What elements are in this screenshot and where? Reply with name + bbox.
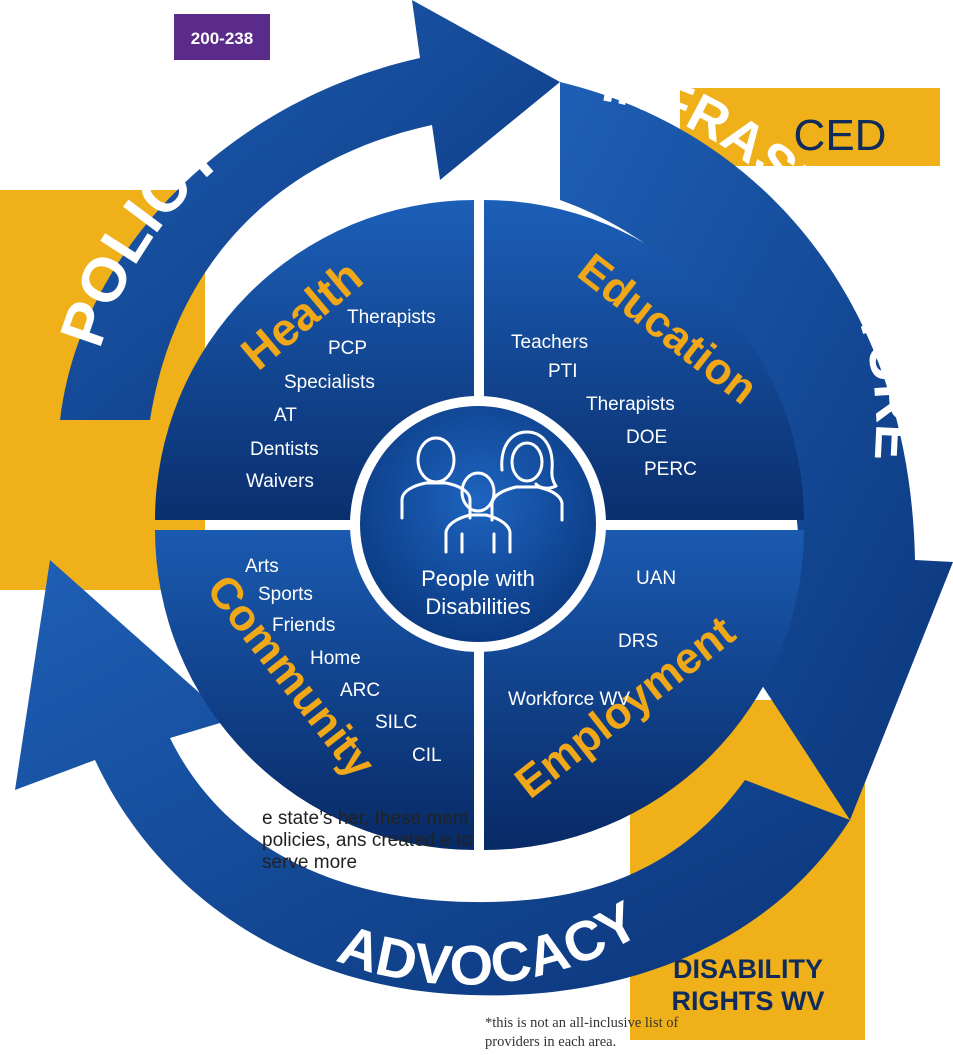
list-item: Workforce WV [508,689,630,710]
disability-rights-line1: DISABILITY [673,954,823,984]
ced-label: CED [794,111,887,160]
arrow-right [560,82,953,820]
tag-label: 200-238 [191,29,253,48]
ced-box [680,88,940,166]
list-item: Therapists [586,394,675,415]
partial-body-text: e state’s her, these ment policies, ans … [262,808,473,873]
arrow-top [60,0,560,420]
list-item: Home [310,648,361,669]
disability-rights-line2: RIGHTS WV [672,986,825,1016]
center-line1: People with [421,566,535,591]
list-item: PTI [548,361,578,382]
list-item: Dentists [250,439,319,460]
footnote: *this is not an all-inclusive list of pr… [485,1015,679,1050]
education-items: Teachers PTI Therapists DOE PERC [511,332,697,480]
list-item: CIL [412,745,442,766]
list-item: DRS [618,631,658,652]
center-line2: Disabilities [425,594,530,619]
list-item: Specialists [284,372,375,393]
list-item: Arts [245,556,279,577]
arrow-bottom [15,560,850,996]
employment-items: UAN DRS Workforce WV [508,568,676,710]
list-item: UAN [636,568,676,589]
list-item: PCP [328,338,367,359]
tag-badge [174,14,270,60]
list-item: Teachers [511,332,588,353]
people-group-icon [400,430,564,554]
cycle-ring [15,0,953,996]
list-item: Friends [272,615,335,636]
list-item: Therapists [347,307,436,328]
list-item: Sports [258,584,313,605]
list-item: SILC [375,712,417,733]
community-items: Arts Sports Friends Home ARC SILC CIL [245,556,442,766]
list-item: AT [274,405,297,426]
list-item: Waivers [246,471,314,492]
list-item: DOE [626,427,667,448]
health-items: Therapists PCP Specialists AT Dentists W… [246,307,436,492]
list-item: ARC [340,680,380,701]
list-item: PERC [644,459,697,480]
